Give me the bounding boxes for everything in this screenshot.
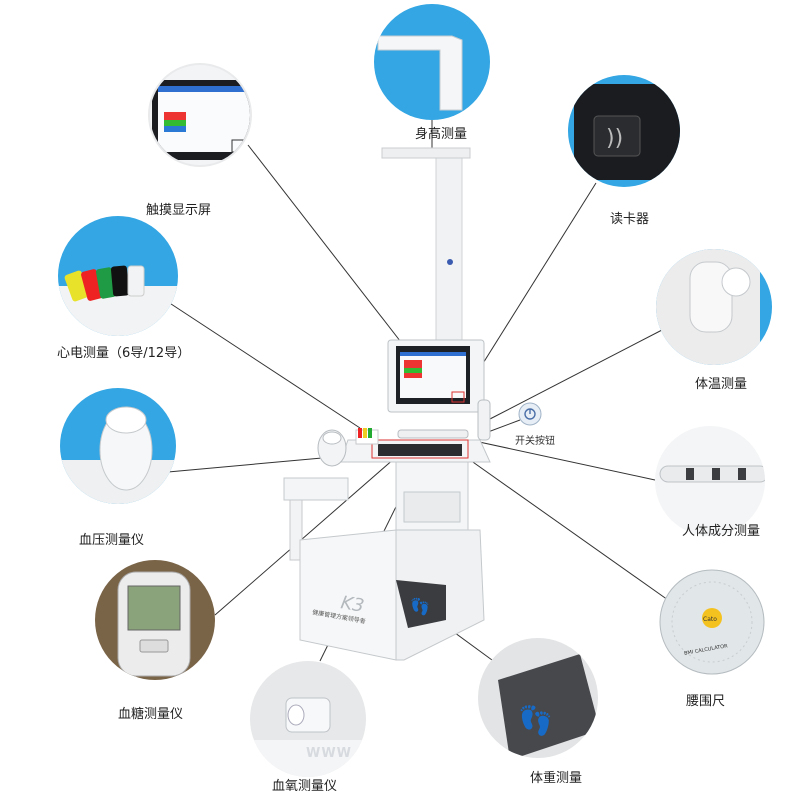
label-power-button: 开关按钮 bbox=[515, 436, 555, 447]
keyboard-area bbox=[378, 444, 462, 456]
circle-blood-pressure bbox=[60, 388, 176, 504]
line-waist bbox=[469, 459, 669, 601]
circle-height bbox=[374, 4, 490, 120]
cabinet-shelf bbox=[403, 491, 461, 523]
line-ecg bbox=[164, 299, 361, 429]
health-kiosk: 👣 K3 健康管理方案领导者 bbox=[283, 147, 491, 661]
line-temperature bbox=[487, 329, 663, 421]
ecg-clip-green bbox=[368, 428, 372, 438]
height-head-bar bbox=[381, 147, 471, 159]
circle-touch-screen bbox=[148, 63, 252, 167]
line-body-composition bbox=[469, 439, 656, 481]
line-blood-glucose bbox=[214, 457, 396, 616]
label-waist-ruler: 腰围尺 bbox=[686, 694, 726, 709]
circle-waist-ruler: Cato BMI CALCULATOR bbox=[659, 569, 765, 675]
height-column bbox=[435, 154, 463, 356]
line-touch-screen bbox=[247, 144, 405, 347]
label-ecg: 心电测量（6导/12导） bbox=[57, 346, 191, 361]
circle-spo2 bbox=[250, 661, 366, 777]
circle-ecg bbox=[58, 216, 178, 336]
circle-card-reader: )) bbox=[568, 75, 680, 187]
ruler-brand: Cato bbox=[703, 616, 717, 623]
watermark: WWW bbox=[306, 746, 353, 761]
power-button-callout bbox=[518, 402, 542, 426]
svg-text:)): )) bbox=[606, 126, 623, 151]
label-blood-pressure: 血压测量仪 bbox=[79, 533, 145, 548]
label-height: 身高测量 bbox=[415, 127, 468, 142]
ecg-clip-yellow bbox=[363, 428, 367, 438]
body-comp-handles bbox=[397, 429, 469, 439]
card-slot bbox=[451, 391, 465, 403]
label-touch-screen: 触摸显示屏 bbox=[146, 203, 212, 218]
label-spo2: 血氧测量仪 bbox=[272, 779, 338, 794]
ecg-clip-red bbox=[358, 428, 362, 438]
circle-blood-glucose bbox=[95, 560, 215, 680]
brand-dot bbox=[447, 259, 453, 265]
label-temperature: 体温测量 bbox=[695, 377, 748, 392]
label-card-reader: 读卡器 bbox=[610, 212, 650, 227]
scale-plate bbox=[396, 580, 446, 628]
red-outline bbox=[371, 439, 469, 459]
cabinet-logo: K3 bbox=[339, 592, 366, 617]
bp-device-hole bbox=[322, 431, 342, 445]
circle-body-composition bbox=[655, 426, 765, 536]
label-blood-glucose: 血糖测量仪 bbox=[118, 707, 184, 722]
label-body-composition: 人体成分测量 bbox=[682, 524, 761, 539]
svg-text:👣: 👣 bbox=[518, 703, 553, 737]
footprint-glyph: 👣 bbox=[410, 597, 430, 616]
circle-temperature bbox=[656, 249, 772, 365]
line-blood-pressure bbox=[167, 457, 323, 473]
circle-weight: 👣 bbox=[478, 638, 598, 758]
screen-chart-2 bbox=[404, 368, 422, 373]
screen-header bbox=[400, 352, 466, 356]
side-arm bbox=[283, 477, 349, 501]
label-weight: 体重测量 bbox=[530, 771, 583, 786]
thermometer-small bbox=[477, 399, 491, 441]
side-leg bbox=[289, 499, 303, 561]
